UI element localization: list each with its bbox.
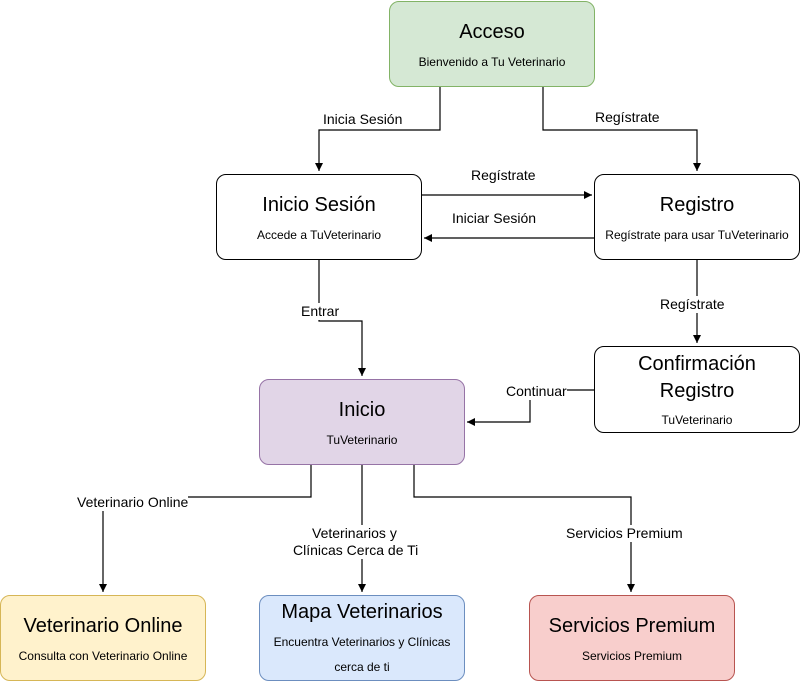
- node-mapa-title: Mapa Veterinarios: [281, 601, 443, 623]
- node-acceso-title: Acceso: [459, 21, 525, 43]
- node-registro-subtitle: Regístrate para usar TuVeterinario: [605, 228, 789, 242]
- edge-label-veterinario-online: Veterinario Online: [77, 494, 189, 511]
- edge-label-registrate-top: Regístrate: [595, 109, 660, 126]
- edge-label-cerca-line2: Clínicas Cerca de Ti: [293, 542, 419, 559]
- node-confirmacion-title-line2: Registro: [659, 380, 735, 402]
- node-inicio-sesion: Inicio Sesión Accede a TuVeterinario: [216, 174, 422, 260]
- edge-acceso-to-inicio-sesion: [315, 87, 441, 171]
- node-mapa-subtitle-line2: cerca de ti: [334, 660, 390, 674]
- edge-label-registrate-mid: Regístrate: [471, 167, 536, 184]
- node-servicios-premium: Servicios Premium Servicios Premium: [529, 595, 735, 681]
- node-registro-title: Registro: [659, 194, 735, 216]
- node-inicio-sesion-subtitle: Accede a TuVeterinario: [256, 228, 382, 242]
- edge-acceso-to-registro: [542, 87, 701, 171]
- node-acceso-subtitle: Bienvenido a Tu Veterinario: [418, 55, 566, 69]
- node-confirmacion-registro: Confirmación Registro TuVeterinario: [594, 346, 800, 433]
- node-confirmacion-title-line1: Confirmación: [638, 353, 756, 375]
- edge-inicio-sesion-to-inicio: [318, 260, 366, 376]
- edge-label-cerca-line1: Veterinarios y: [312, 525, 397, 542]
- node-inicio: Inicio TuVeterinario: [259, 379, 465, 465]
- node-mapa-veterinarios: Mapa Veterinarios Encuentra Veterinarios…: [259, 595, 465, 681]
- edge-inicio-to-premium: [413, 465, 635, 592]
- node-premium-title: Servicios Premium: [548, 615, 716, 637]
- edge-label-inicia-sesion: Inicia Sesión: [323, 111, 403, 128]
- node-veterinario-online: Veterinario Online Consulta con Veterina…: [0, 595, 206, 681]
- edge-label-entrar: Entrar: [301, 303, 340, 320]
- node-inicio-subtitle: TuVeterinario: [326, 433, 398, 447]
- node-registro: Registro Regístrate para usar TuVeterina…: [594, 174, 800, 260]
- node-inicio-sesion-title: Inicio Sesión: [262, 194, 376, 216]
- node-confirmacion-subtitle: TuVeterinario: [661, 413, 733, 427]
- edge-inicio-to-online: [99, 465, 312, 592]
- node-online-title: Veterinario Online: [23, 615, 183, 637]
- node-online-subtitle: Consulta con Veterinario Online: [18, 649, 188, 663]
- edge-label-servicios-premium: Servicios Premium: [566, 525, 683, 542]
- node-premium-subtitle: Servicios Premium: [581, 649, 683, 663]
- edge-label-continuar: Continuar: [506, 383, 567, 400]
- node-inicio-title: Inicio: [338, 399, 386, 421]
- node-mapa-subtitle-line1: Encuentra Veterinarios y Clínicas: [273, 635, 451, 649]
- edge-label-iniciar-sesion: Iniciar Sesión: [452, 210, 537, 227]
- edge-label-registrate-down: Regístrate: [660, 296, 725, 313]
- node-acceso: Acceso Bienvenido a Tu Veterinario: [389, 1, 595, 87]
